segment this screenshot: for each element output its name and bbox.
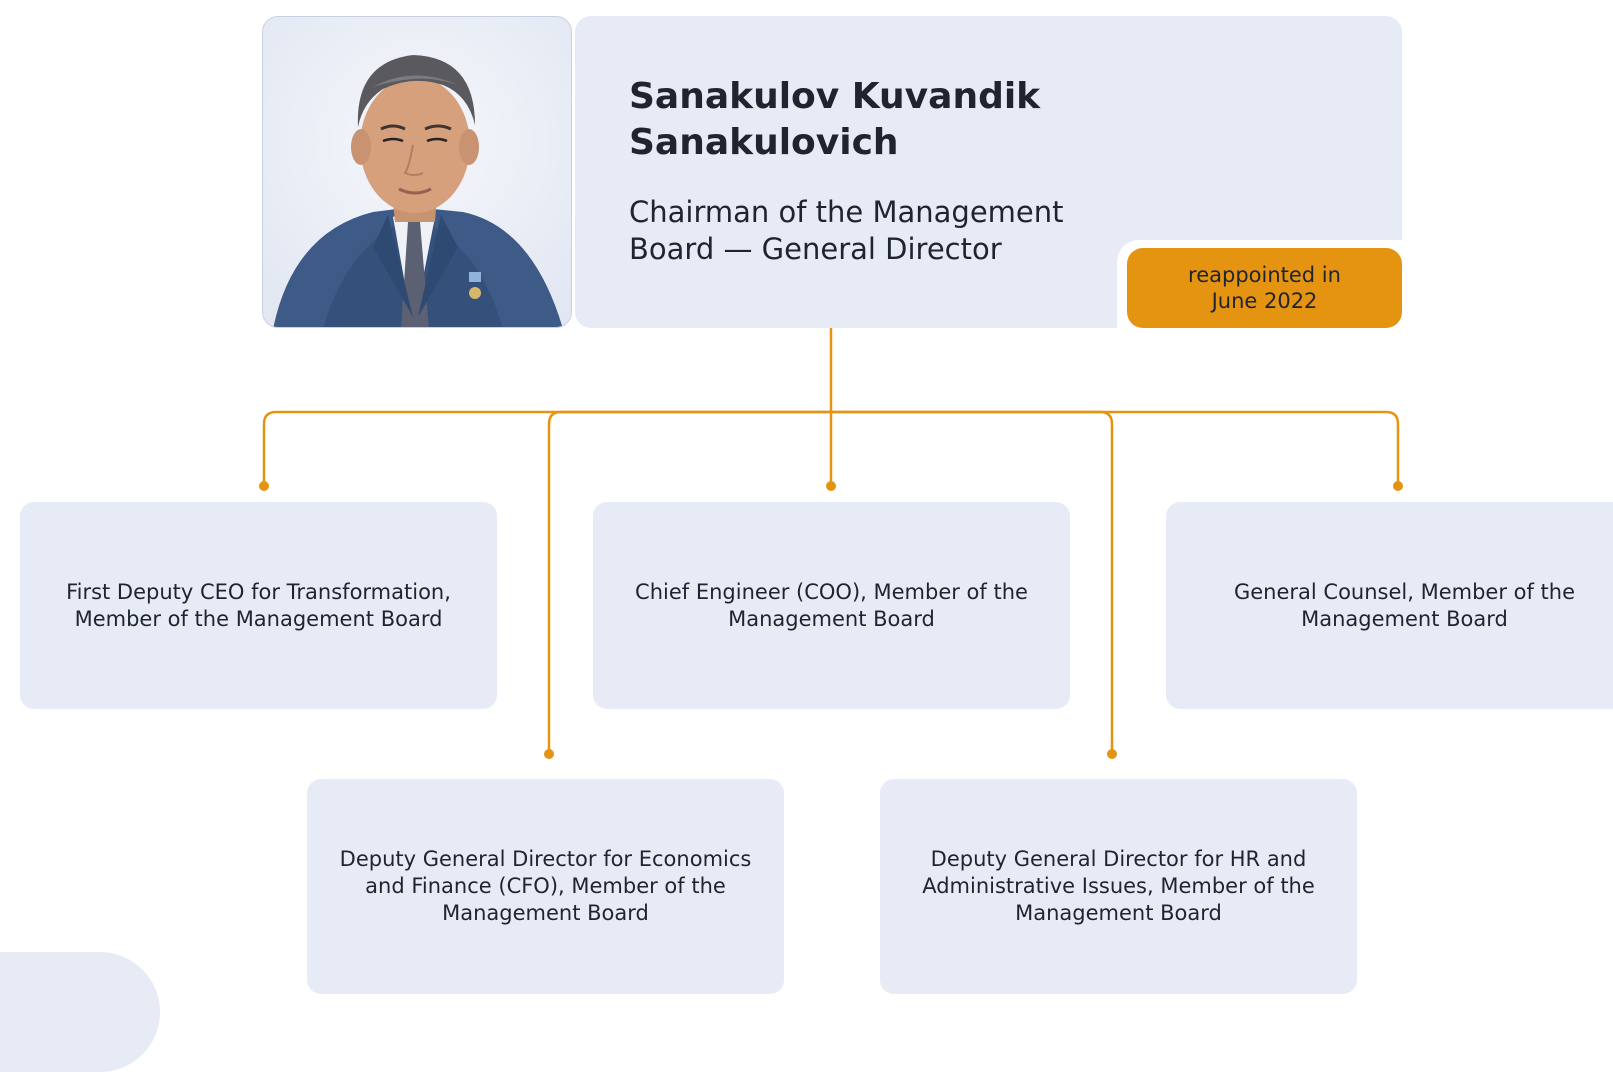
role-chief-engineer: Chief Engineer (COO), Member of the Mana… xyxy=(593,502,1070,709)
role-deputy-gd-cfo: Deputy General Director for Economics an… xyxy=(307,779,784,994)
org-connectors xyxy=(259,328,1403,759)
role-label: Deputy General Director for Economics an… xyxy=(339,847,752,925)
role-general-counsel: General Counsel, Member of the Managemen… xyxy=(1166,502,1613,709)
decorative-shape xyxy=(0,952,160,1072)
portrait-image xyxy=(263,17,571,327)
chairman-role: Chairman of the Management Board — Gener… xyxy=(629,195,1064,266)
reappointed-badge: reappointed in June 2022 xyxy=(1127,248,1402,328)
role-label: First Deputy CEO for Transformation, Mem… xyxy=(66,579,451,631)
role-first-deputy-ceo: First Deputy CEO for Transformation, Mem… xyxy=(20,502,497,709)
role-deputy-gd-hr: Deputy General Director for HR and Admin… xyxy=(880,779,1357,994)
chairman-name: Sanakulov Kuvandik Sanakulovich xyxy=(629,76,1041,163)
role-label: General Counsel, Member of the Managemen… xyxy=(1233,579,1576,631)
role-label: Chief Engineer (COO), Member of the Mana… xyxy=(635,579,1028,631)
role-label: Deputy General Director for HR and Admin… xyxy=(922,847,1315,925)
reappointed-badge-text: reappointed in June 2022 xyxy=(1188,263,1341,313)
chairman-portrait xyxy=(262,16,572,328)
